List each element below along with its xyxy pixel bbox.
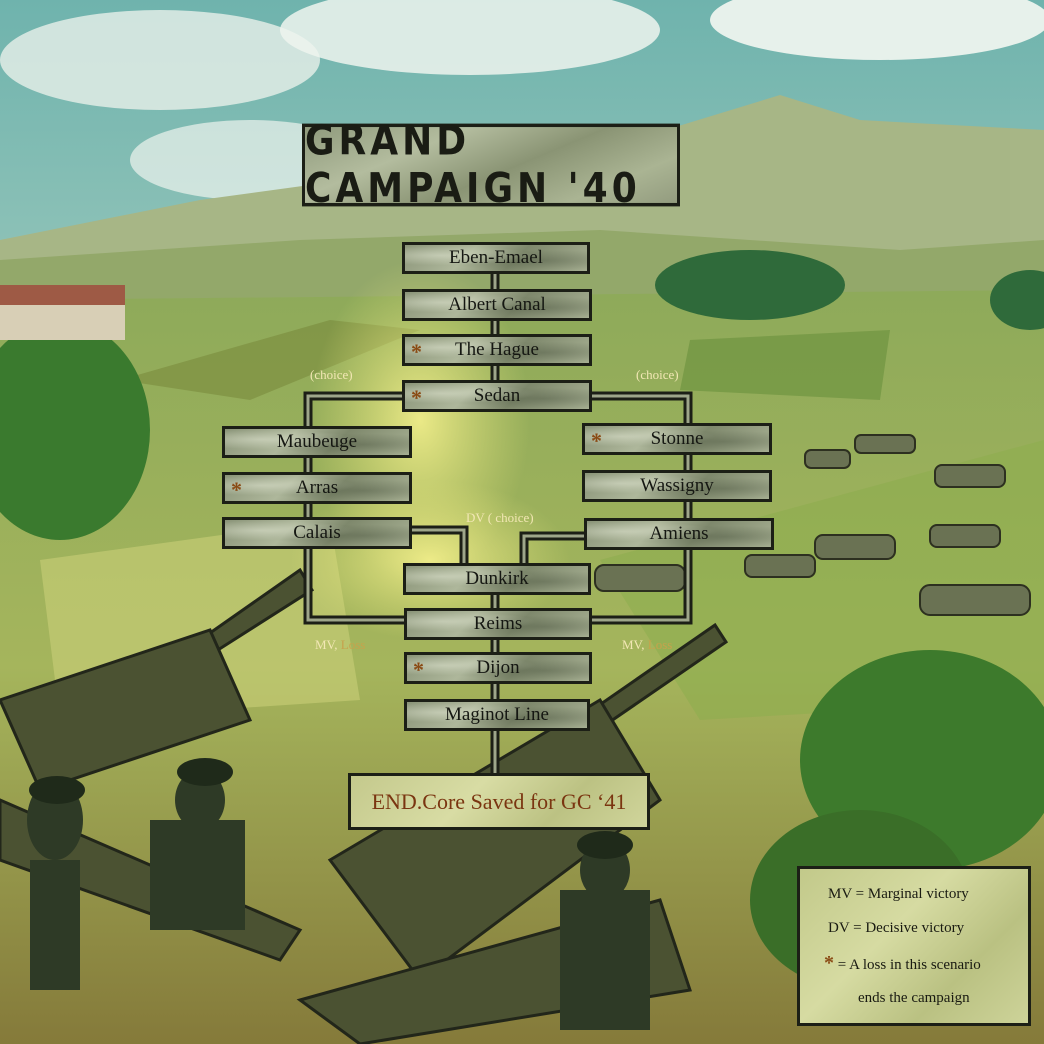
legend-loss-line1: * = A loss in this scenario	[824, 952, 981, 975]
scenario-label: The Hague	[455, 339, 539, 360]
scenario-label: Wassigny	[640, 475, 714, 496]
scenario-dunkirk[interactable]: Dunkirk	[403, 563, 591, 595]
scenario-wassigny[interactable]: Wassigny	[582, 470, 772, 502]
legend-loss-line2: ends the campaign	[858, 990, 970, 1006]
scenario-label: Eben-Emael	[449, 247, 543, 268]
loss-asterisk-icon: *	[231, 477, 242, 502]
scenario-albert-canal[interactable]: Albert Canal	[402, 289, 592, 321]
scenario-dijon[interactable]: * Dijon	[404, 652, 592, 684]
legend-panel: MV = Marginal victory DV = Decisive vict…	[797, 866, 1031, 1026]
scenario-amiens[interactable]: Amiens	[584, 518, 774, 550]
loss-asterisk-icon: *	[413, 657, 424, 682]
loss-asterisk-icon: *	[411, 339, 422, 364]
choice-label-right: (choice)	[636, 367, 679, 382]
mv-loss-label-right: MV, Loss	[622, 637, 672, 653]
loss-asterisk-icon: *	[824, 952, 834, 974]
dv-choice-label: DV ( choice)	[466, 510, 534, 525]
scenario-label: Calais	[293, 522, 341, 543]
loss-label: Loss	[647, 637, 673, 652]
choice-label-left: (choice)	[310, 367, 353, 382]
campaign-title: GRAND CAMPAIGN '40	[302, 118, 680, 212]
scenario-reims[interactable]: Reims	[404, 608, 592, 640]
scenario-eben-emael[interactable]: Eben-Emael	[402, 242, 590, 274]
loss-asterisk-icon: *	[411, 385, 422, 410]
scenario-label: Maubeuge	[276, 431, 358, 452]
legend-loss-text: = A loss in this scenario	[837, 957, 981, 973]
scenario-arras[interactable]: * Arras	[222, 472, 412, 504]
scenario-label: Dijon	[476, 657, 520, 678]
loss-label: Loss	[340, 637, 366, 652]
legend-mv: MV = Marginal victory	[828, 886, 969, 902]
scenario-stonne[interactable]: * Stonne	[582, 423, 772, 455]
campaign-end-box: END.Core Saved for GC ‘41	[348, 773, 650, 830]
scenario-label: Arras	[295, 477, 339, 498]
scenario-label: Maginot Line	[445, 704, 549, 725]
scenario-the-hague[interactable]: * The Hague	[402, 334, 592, 366]
scenario-maginot-line[interactable]: Maginot Line	[404, 699, 590, 731]
scenario-maubeuge[interactable]: Maubeuge	[222, 426, 412, 458]
mv-label: MV,	[315, 637, 338, 652]
scenario-label: Sedan	[473, 385, 521, 406]
scenario-label: Dunkirk	[465, 568, 529, 589]
scenario-sedan[interactable]: * Sedan	[402, 380, 592, 412]
mv-label: MV,	[622, 637, 645, 652]
scenario-label: Albert Canal	[448, 294, 546, 315]
scenario-label: Amiens	[649, 523, 709, 544]
loss-asterisk-icon: *	[591, 428, 602, 453]
scenario-calais[interactable]: Calais	[222, 517, 412, 549]
scenario-label: Reims	[473, 613, 523, 634]
legend-dv: DV = Decisive victory	[828, 920, 965, 936]
scenario-label: Stonne	[650, 428, 704, 449]
mv-loss-label-left: MV, Loss	[315, 637, 365, 653]
